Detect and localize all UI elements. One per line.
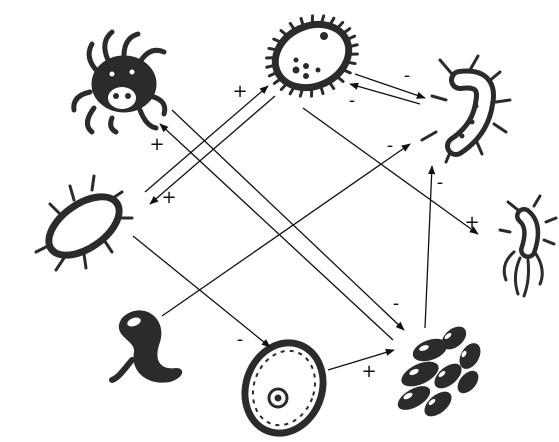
interaction-arrow-curved-bacillus-to-round-microbe <box>350 84 420 104</box>
interaction-sign: + <box>161 189 176 207</box>
interaction-arrow-round-microbe-to-curved-bacillus <box>355 74 425 98</box>
interaction-sign: - <box>393 295 400 313</box>
interaction-arrow-cell-cluster-to-curved-bacillus <box>425 166 432 328</box>
round-bacterium-icon <box>265 13 359 99</box>
curved-bacillus-icon <box>422 56 510 162</box>
interaction-sign: + <box>464 214 479 232</box>
interaction-sign: - <box>237 331 244 349</box>
interaction-sign: - <box>387 137 394 155</box>
interaction-sign: + <box>149 136 164 154</box>
interaction-sign: - <box>437 174 444 192</box>
cell-cluster-icon <box>394 322 485 421</box>
comma-microbe-icon <box>112 310 182 382</box>
interaction-arrow-cell-cluster-to-mite <box>160 124 393 340</box>
rod-bacillus-icon <box>36 176 132 270</box>
mite-icon <box>74 32 165 132</box>
interaction-sign: - <box>349 92 356 110</box>
interaction-arrow-round-microbe-to-flagellated-bacterium <box>303 108 478 234</box>
interaction-sign: - <box>404 67 411 85</box>
flagellated-bacterium-icon <box>500 196 556 296</box>
oval-cell-icon <box>233 332 336 442</box>
interaction-sign: + <box>361 363 376 381</box>
interaction-sign: + <box>232 83 247 101</box>
interaction-arrow-mite-to-cell-cluster <box>172 110 404 330</box>
